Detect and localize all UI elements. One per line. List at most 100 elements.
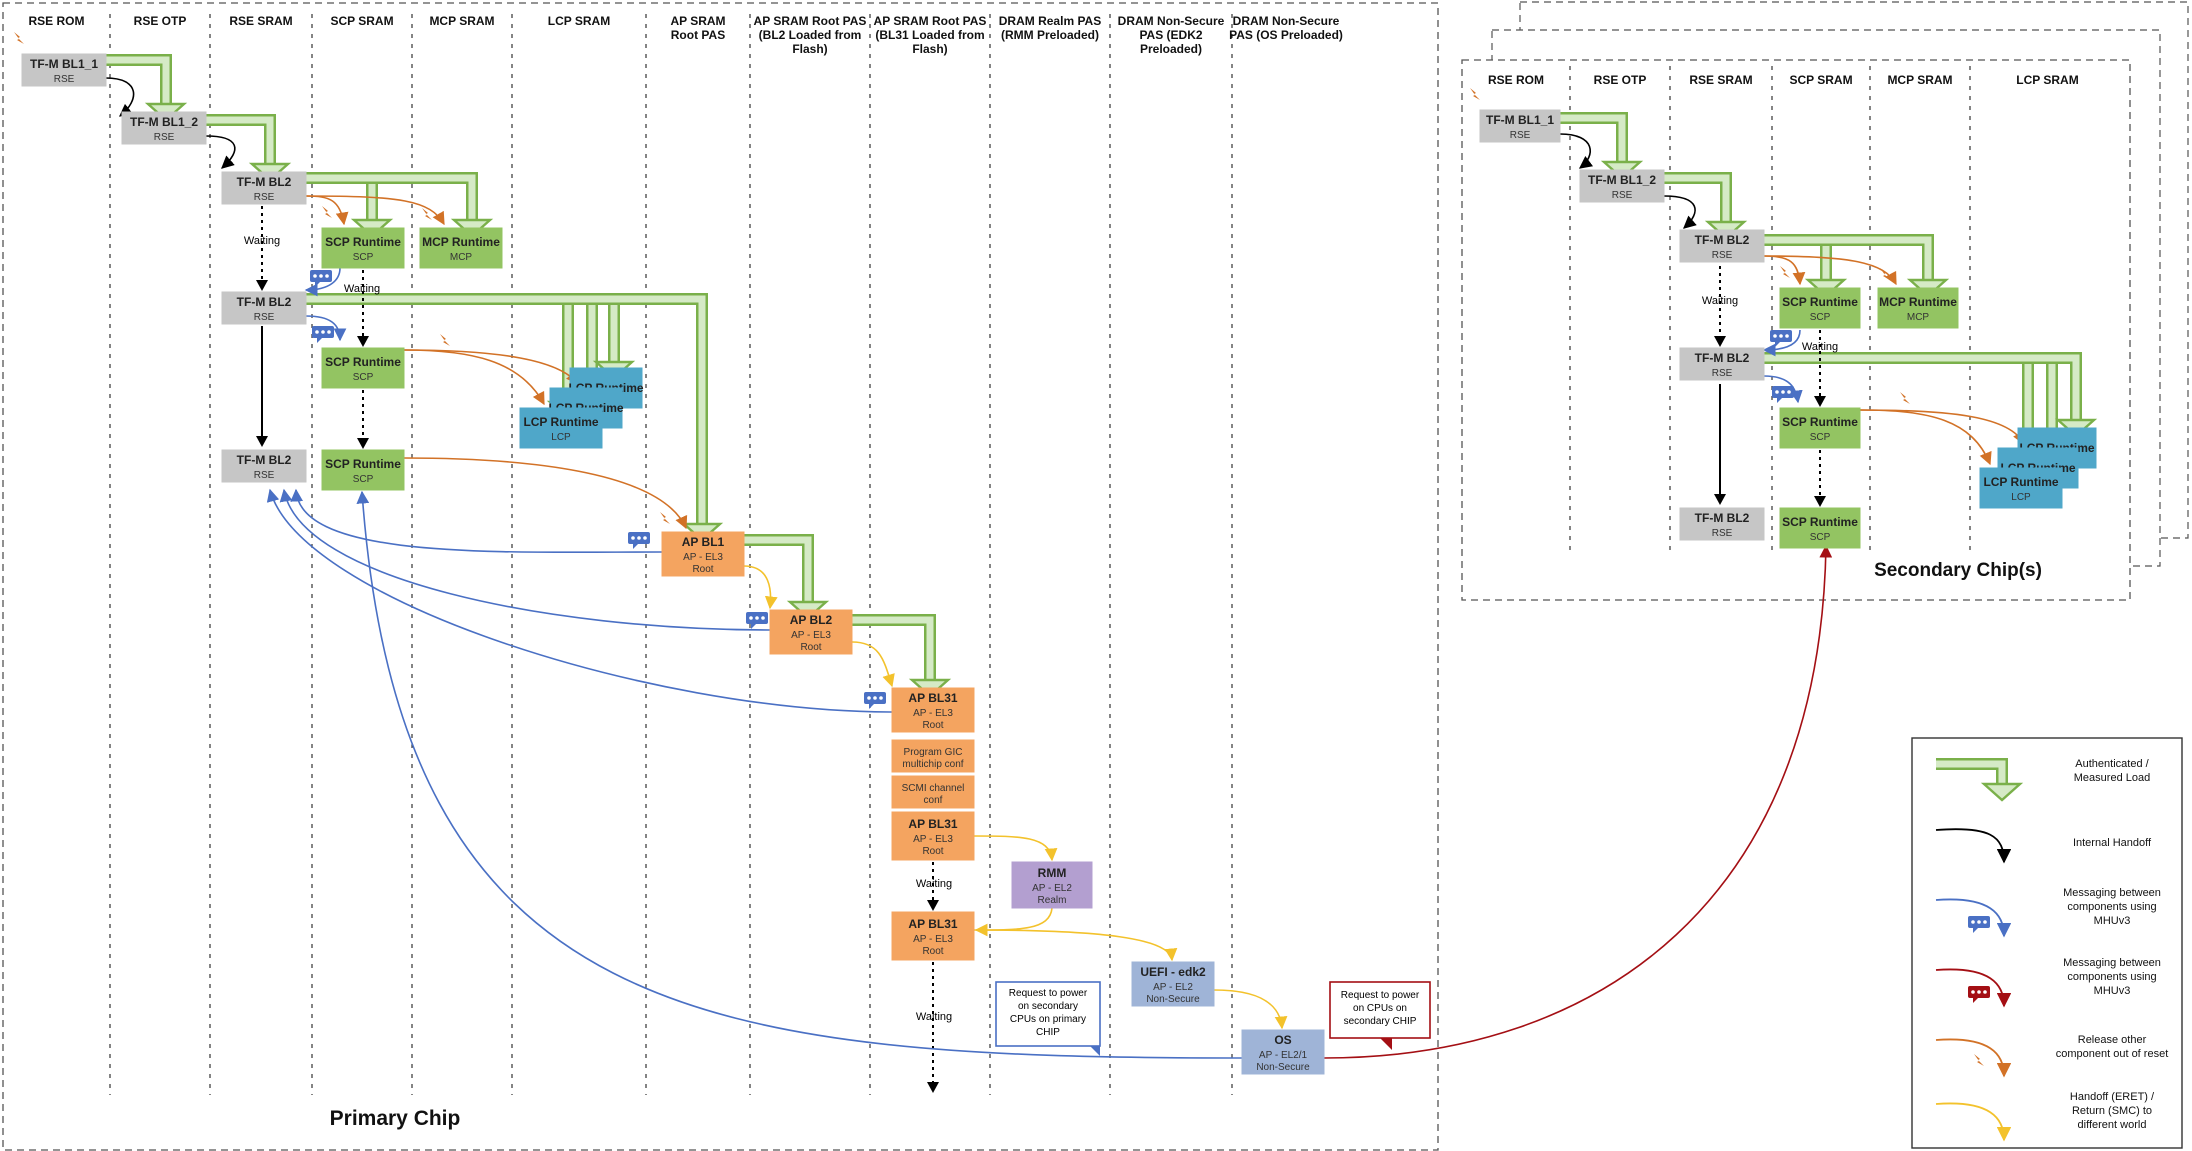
primary-box-bl2c-rect (221, 449, 307, 483)
secondary-box-scp1-title: SCP Runtime (1782, 295, 1858, 309)
s-load-bl11-bl12-inner (1560, 114, 1626, 162)
eret-smc-icon (1935, 1102, 2012, 1142)
mhu-dot (325, 274, 329, 278)
primary-box-rmm-rect (1011, 861, 1093, 909)
lane-header: DRAM Non-Secure (1233, 14, 1340, 28)
mhu-blue-icon (1935, 898, 2012, 938)
arrowhead (1714, 336, 1726, 347)
mhu-dot (315, 330, 319, 334)
note-box (1329, 981, 1431, 1039)
legend-frame (1911, 737, 2183, 1149)
primary-box-gic-sub: multichip conf (902, 759, 963, 770)
lane-header: (BL31 Loaded from (875, 28, 984, 42)
primary-box-apbl31c-rect (891, 911, 975, 961)
reset-bolt-icon (1900, 392, 1910, 404)
mhu-bubble-tail (1973, 998, 1978, 1003)
legend-label: Measured Load (2074, 772, 2150, 784)
s-msg-bl2b-scp2 (1763, 375, 1803, 404)
arrowhead (256, 436, 268, 447)
msg-scp1-bl2b (304, 267, 341, 297)
release-scp3-apbl1 (403, 457, 688, 530)
load-apbl1-apbl2-inner (744, 536, 812, 602)
secondary-box-bl2b-sub: RSE (1712, 368, 1733, 379)
eret-bl31c-uefi (973, 929, 1178, 962)
arrowhead (1814, 396, 1826, 407)
mhu-message-icon (1770, 330, 1792, 347)
legend-label: Messaging between (2063, 887, 2161, 899)
legend-label: component out of reset (2056, 1048, 2169, 1060)
waiting-label: Waiting (916, 1011, 952, 1023)
secondary-box-scp1-rect (1779, 287, 1861, 329)
lane-header: DRAM Non-Secure (1118, 14, 1225, 28)
primary-box-uefi-sub: AP - EL2 (1153, 982, 1193, 993)
note-text: secondary CHIP (1344, 1016, 1417, 1027)
load-bl2a-mcp1-inner (306, 174, 476, 220)
arrowhead (1814, 496, 1826, 507)
arrowhead (1714, 494, 1726, 505)
reset-bolt-icon (1880, 268, 1890, 280)
mhu-bubble-tail (317, 338, 322, 343)
lane-header: Flash) (792, 42, 827, 56)
primary-box-apbl31a-title: AP BL31 (908, 691, 957, 705)
release-bl2a-mcp1 (305, 195, 445, 226)
msg-bl2b-scp2 (305, 315, 347, 342)
waiting-label: Waiting (916, 878, 952, 890)
legend-handoff-line (1935, 828, 2012, 864)
primary-box-os-sub: Non-Secure (1256, 1062, 1310, 1073)
primary-box-bl2c-title: TF-M BL2 (237, 453, 292, 467)
load-bl12-bl2a-inner (206, 116, 274, 164)
primary-box-apbl31a-rect (891, 687, 975, 733)
legend-label: components using (2067, 971, 2156, 983)
primary-box-apbl31a-sub: Root (922, 720, 943, 731)
mhu-dot (1971, 990, 1975, 994)
primary-box-apbl1-title: AP BL1 (682, 535, 725, 549)
reset-bolt-shape (660, 512, 670, 524)
msg-apbl31-bl2c (266, 488, 893, 713)
primary-box-scmi-sub: conf (924, 795, 943, 806)
legend-label: Internal Handoff (2073, 837, 2152, 849)
reset-bolt-shape (1880, 268, 1890, 280)
mhu-message-icon (746, 612, 768, 629)
secondary-box-bl11-rect (1479, 109, 1561, 143)
legend-label: components using (2067, 901, 2156, 913)
secondary-box-bl12-sub: RSE (1612, 190, 1633, 201)
primary-box-apbl31c-title: AP BL31 (908, 917, 957, 931)
primary-box-apbl2-sub: AP - EL3 (791, 630, 831, 641)
mhu-dot (1785, 334, 1789, 338)
waiting-label: Waiting (1802, 341, 1838, 353)
reset-bolt-shape (422, 208, 432, 220)
s-release-scp2-lcp2 (1859, 409, 2025, 446)
lane-header: LCP SRAM (2016, 73, 2078, 87)
primary-box-os-sub: AP - EL2/1 (1259, 1050, 1308, 1061)
secondary-box-bl2c-title: TF-M BL2 (1695, 511, 1750, 525)
release-scp2-lcp2 (403, 349, 579, 386)
load-bl2b-apbl1-inner (306, 295, 706, 524)
note-text: Request to power (1009, 988, 1088, 999)
primary-box-bl12-rect (121, 111, 207, 145)
primary-box-bl11-title: TF-M BL1_1 (30, 57, 98, 71)
secondary-box-bl11-title: TF-M BL1_1 (1486, 113, 1554, 127)
primary-box-apbl31b-title: AP BL31 (908, 817, 957, 831)
reset-bolt-shape (440, 334, 450, 346)
primary-box-bl12-sub: RSE (154, 132, 175, 143)
mhu-dot (879, 696, 883, 700)
msg-apbl2-bl2c (279, 488, 771, 631)
primary-box-uefi-rect (1131, 961, 1215, 1007)
primary-box-apbl31a-sub: AP - EL3 (913, 708, 953, 719)
primary-box-mcp1-title: MCP Runtime (422, 235, 500, 249)
legend-label: MHUv3 (2094, 985, 2131, 997)
lane-header: AP SRAM (670, 14, 725, 28)
load-apbl2-apbl31-inner (852, 616, 934, 680)
waiting-label: Waiting (1702, 295, 1738, 307)
lane-header: Flash) (912, 42, 947, 56)
mhu-message-icon (628, 532, 650, 549)
